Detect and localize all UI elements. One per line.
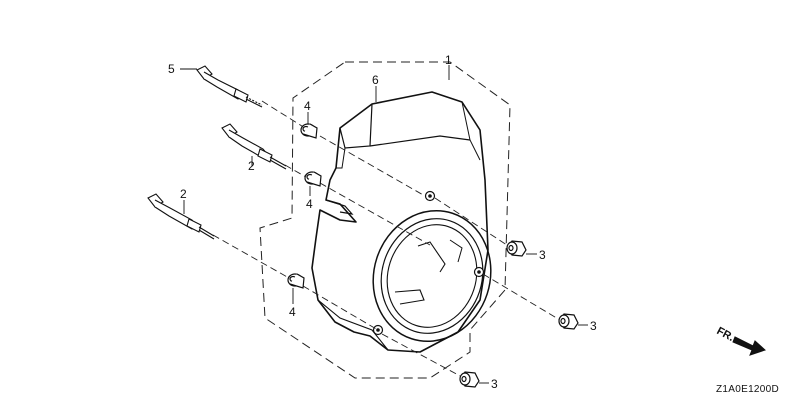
callout-4-top: 4: [304, 99, 311, 113]
nut-3-lower: [459, 371, 480, 388]
callout-3-lower: 3: [491, 377, 498, 391]
callout-2-lower: 2: [180, 187, 187, 201]
callout-6: 6: [372, 73, 379, 87]
bolt-2-lower: [147, 193, 215, 240]
bolt-5: [196, 65, 263, 108]
callout-5: 5: [168, 62, 175, 76]
callout-3-upper: 3: [539, 248, 546, 262]
collar-4-top: [300, 123, 318, 139]
arrow-right-icon: [732, 336, 766, 356]
callout-4-lower: 4: [289, 305, 296, 319]
svg-text:FR.: FR.: [715, 325, 736, 344]
front-direction-indicator: FR.: [715, 325, 766, 356]
nut-3-upper: [506, 240, 527, 257]
diagram-code: Z1A0E1200D: [716, 384, 779, 395]
leader-centerlines: [212, 100, 561, 378]
callout-4-middle: 4: [306, 197, 313, 211]
callout-1: 1: [445, 53, 452, 67]
callout-3-middle: 3: [590, 319, 597, 333]
fan-cover: [311, 91, 492, 353]
bolt-2-upper: [221, 123, 287, 170]
callout-leaders: [180, 65, 588, 384]
collar-4-lower: [287, 273, 305, 289]
callout-2-upper: 2: [248, 159, 255, 173]
collar-4-middle: [304, 171, 322, 187]
nut-3-middle: [558, 313, 579, 330]
